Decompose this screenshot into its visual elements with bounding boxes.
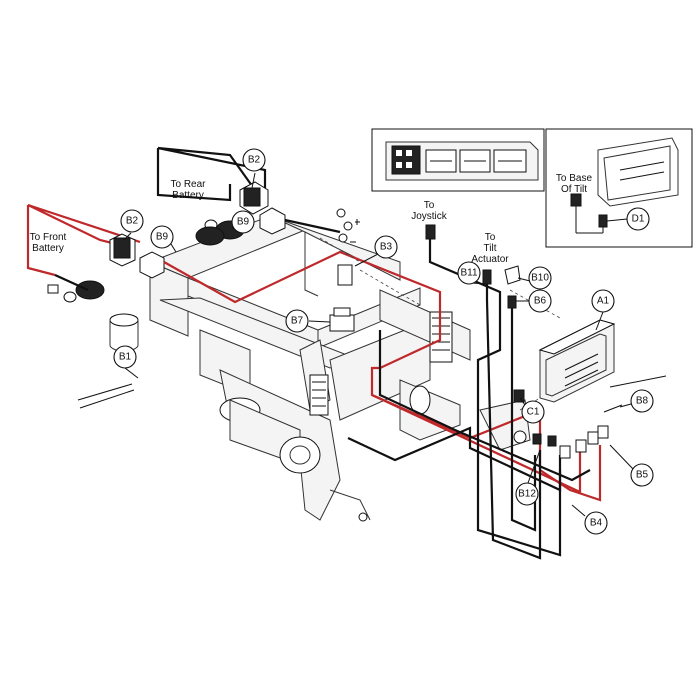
- callout-b7: B7: [285, 309, 309, 333]
- callout-leaders: [123, 172, 635, 517]
- svg-text:B8: B8: [636, 396, 649, 407]
- label-to-rear-battery-1: To Rear: [170, 179, 206, 190]
- callout-b9-front: B9: [150, 225, 174, 249]
- label-to-tilt-1: To: [485, 232, 496, 243]
- svg-text:B5: B5: [636, 470, 649, 481]
- svg-text:C1: C1: [527, 407, 540, 418]
- svg-text:B10: B10: [531, 273, 549, 284]
- svg-text:B4: B4: [590, 518, 603, 529]
- tilt-actuator-cable: [485, 282, 542, 560]
- svg-text:B12: B12: [518, 489, 536, 500]
- callout-b6: B6: [528, 289, 552, 313]
- front-battery-harness: To Front Battery: [26, 203, 225, 303]
- callout-b5: B5: [630, 463, 654, 487]
- inset-base-of-tilt: To Base Of Tilt: [545, 128, 693, 248]
- svg-text:A1: A1: [597, 296, 610, 307]
- power-harness-red-2: [371, 394, 582, 494]
- callout-a1: A1: [591, 289, 615, 313]
- label-to-base-of-tilt-2: Of Tilt: [561, 184, 587, 195]
- callout-c1: C1: [521, 400, 545, 424]
- svg-text:B9: B9: [156, 232, 169, 243]
- callout-b3: B3: [374, 235, 398, 259]
- label-to-front-battery-1: To Front: [30, 232, 67, 243]
- callout-b4: B4: [584, 511, 608, 535]
- svg-text:B11: B11: [460, 268, 477, 279]
- callout-d1: D1: [626, 207, 650, 231]
- callout-b2-rear: B2: [242, 148, 266, 172]
- callout-b8: B8: [630, 389, 654, 413]
- label-to-rear-battery-2: Battery: [172, 190, 204, 201]
- label-to-base-of-tilt-1: To Base: [556, 173, 593, 184]
- leader-lines: [319, 237, 561, 411]
- svg-text:D1: D1: [632, 214, 645, 225]
- inset-controller-connectors: [371, 128, 545, 192]
- callout-b11: B11: [457, 261, 481, 285]
- connectors: [329, 224, 609, 459]
- label-to-tilt-2: Tilt: [484, 243, 497, 254]
- svg-text:B6: B6: [534, 296, 547, 307]
- label-to-tilt-3: Actuator: [471, 254, 509, 265]
- callout-b12: B12: [515, 482, 539, 506]
- callout-b9-rear: B9: [231, 210, 255, 234]
- svg-text:B9: B9: [237, 217, 250, 228]
- svg-text:B2: B2: [126, 216, 139, 227]
- label-to-joystick-2: Joystick: [411, 211, 448, 222]
- svg-text:B3: B3: [380, 242, 393, 253]
- callout-b2-front: B2: [120, 209, 144, 233]
- label-to-joystick-1: To: [424, 200, 435, 211]
- svg-text:B7: B7: [291, 316, 304, 327]
- rear-battery-harness: To Rear Battery: [156, 146, 360, 243]
- callout-b1: B1: [113, 345, 137, 369]
- callout-b10: B10: [528, 266, 552, 290]
- power-harness-red: [163, 250, 602, 502]
- svg-text:B2: B2: [248, 155, 261, 166]
- controller-a1: [538, 319, 667, 413]
- svg-text:B1: B1: [119, 352, 132, 363]
- b4-loop: [378, 330, 591, 482]
- label-to-front-battery-2: Battery: [32, 243, 64, 254]
